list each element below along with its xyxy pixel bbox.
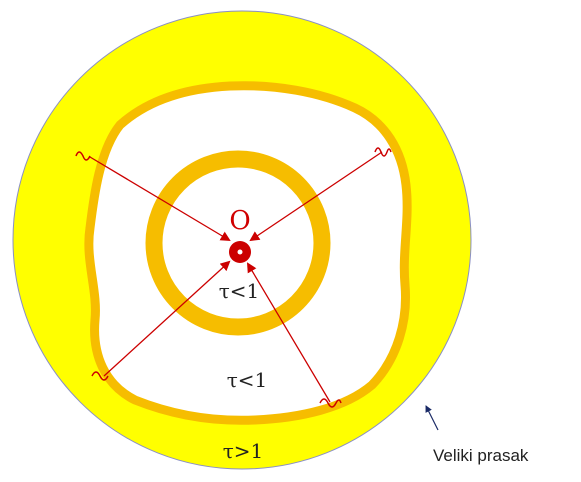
middle-region-label: τ<1 <box>227 368 268 392</box>
light-ray-bottom-left <box>103 260 231 377</box>
observer-label: O <box>229 206 250 236</box>
light-ray-top-left <box>89 156 231 242</box>
outer-region-label: τ>1 <box>223 439 264 463</box>
observer-point-center <box>237 249 243 255</box>
worldline-squiggle-top-right <box>374 147 392 157</box>
worldline-squiggle-bottom-left <box>91 371 109 381</box>
big-bang-caption: Veliki prasak <box>433 446 529 465</box>
light-ray-top-right <box>249 151 383 242</box>
caption-pointer <box>425 405 439 431</box>
inner-region-label: τ<1 <box>219 279 260 303</box>
light-ray-bottom-right <box>246 262 331 403</box>
worldline-squiggle-top-left <box>75 151 91 161</box>
worldline-squiggle-bottom-right <box>319 398 342 408</box>
